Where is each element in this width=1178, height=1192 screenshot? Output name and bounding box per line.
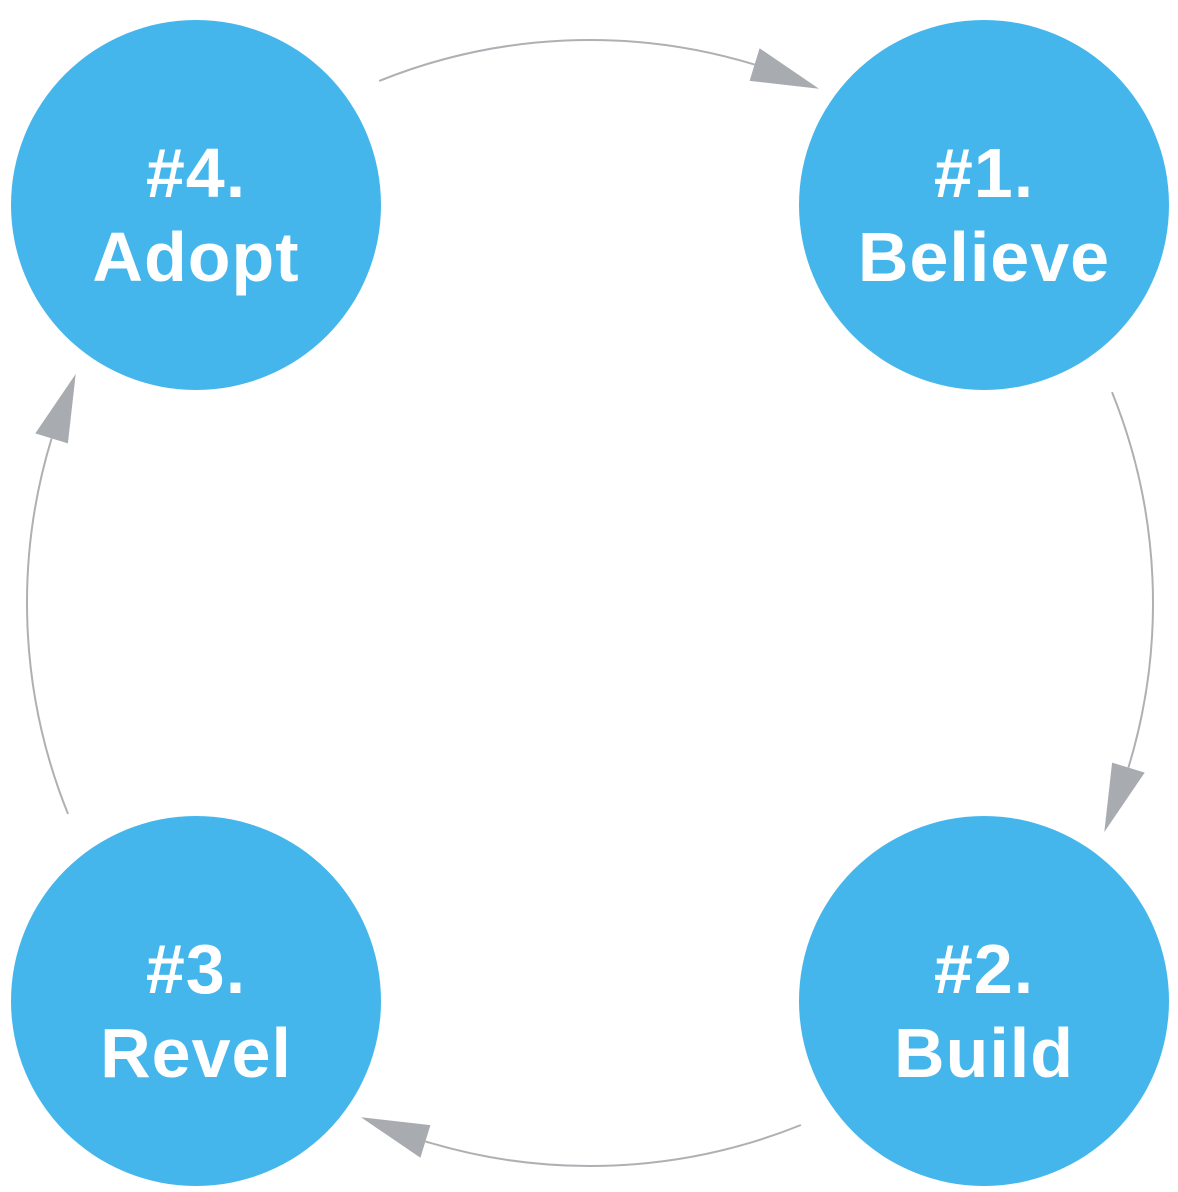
arrow-revel-to-adopt <box>26 374 76 815</box>
arrow-head-icon <box>749 48 819 89</box>
node-build-label: Build <box>894 1014 1074 1092</box>
arrow-adopt-to-believe <box>378 39 819 89</box>
node-adopt-label: Adopt <box>92 218 299 296</box>
arrow-head-icon <box>361 1117 431 1158</box>
node-build: #2. Build <box>799 816 1169 1186</box>
node-adopt-circle <box>11 20 381 390</box>
arrow-head-icon <box>35 374 76 444</box>
arrow-line <box>26 438 69 815</box>
node-revel-circle <box>11 816 381 1186</box>
node-build-circle <box>799 816 1169 1186</box>
node-revel-label: Revel <box>100 1014 292 1092</box>
node-adopt-number: #4. <box>146 134 246 212</box>
node-adopt: #4. Adopt <box>11 20 381 390</box>
node-believe-label: Believe <box>858 218 1110 296</box>
node-revel-number: #3. <box>146 930 246 1008</box>
node-revel: #3. Revel <box>11 816 381 1186</box>
node-believe: #1. Believe <box>799 20 1169 390</box>
node-believe-number: #1. <box>934 134 1034 212</box>
node-believe-circle <box>799 20 1169 390</box>
arrow-believe-to-build <box>1104 391 1154 832</box>
arrow-line <box>425 1124 802 1167</box>
node-build-number: #2. <box>934 930 1034 1008</box>
arrow-line <box>378 39 755 82</box>
arrow-head-icon <box>1104 762 1145 832</box>
arrow-line <box>1111 391 1154 768</box>
arrow-build-to-revel <box>361 1117 802 1167</box>
